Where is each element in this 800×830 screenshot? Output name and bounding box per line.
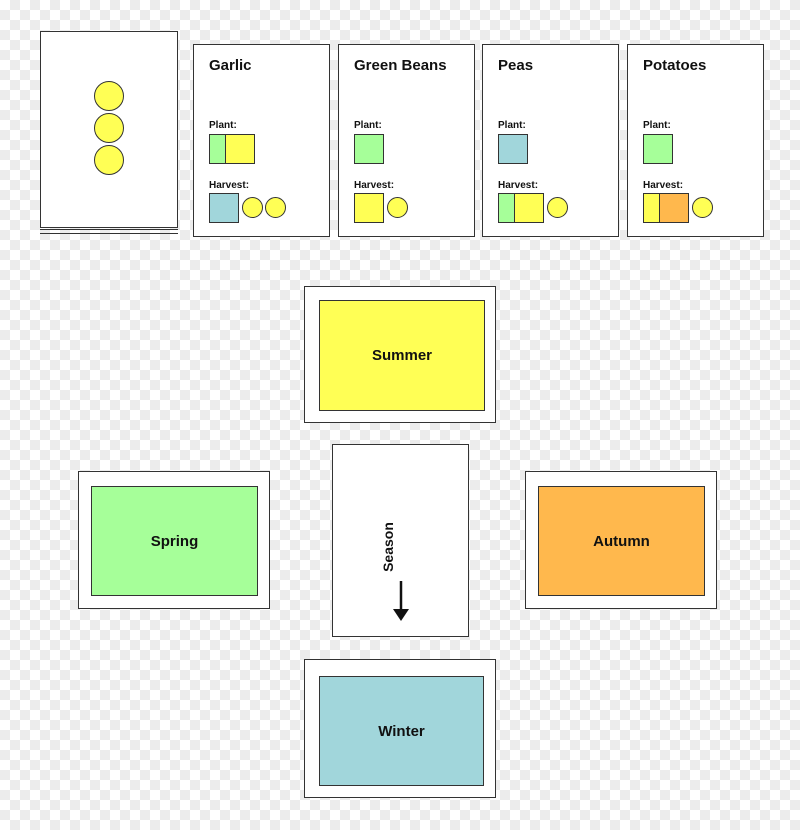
season-label: Season [380,522,396,572]
token-dot-icon [94,81,124,111]
yield-dot-icon [387,197,408,218]
harvest-label: Harvest: [354,180,395,191]
plant-season-square [643,134,673,164]
harvest-season-square [659,193,689,223]
autumn-label: Autumn [593,532,650,550]
plant-label: Plant: [209,120,237,131]
harvest-season-square [354,193,384,223]
token-dot-icon [94,145,124,175]
harvest-season-square [209,193,239,223]
plant-season-square [225,134,255,164]
harvest-label: Harvest: [209,180,250,191]
winter-panel: Winter [319,676,484,786]
deck-card-edge [40,233,178,234]
summer-card[interactable]: Summer [304,286,496,423]
spring-panel: Spring [91,486,258,596]
crop-name: Peas [498,57,534,74]
plant-label: Plant: [354,120,382,131]
summer-label: Summer [371,347,433,364]
plant-label: Plant: [643,120,671,131]
plant-season-square [354,134,384,164]
yield-dot-icon [692,197,713,218]
plant-label: Plant: [498,120,526,131]
down-arrow-icon [393,581,409,621]
winter-card[interactable]: Winter [304,659,496,798]
token-dot-icon [94,113,124,143]
yield-dot-icon [242,197,263,218]
yield-dot-icon [547,197,568,218]
spring-card[interactable]: Spring [78,471,270,609]
crop-name: Potatoes [643,57,707,74]
spring-label: Spring [150,532,199,550]
harvest-label: Harvest: [498,180,539,191]
summer-panel: Summer [319,300,485,411]
season-track-card[interactable]: Season [332,444,469,637]
crop-name: Green Beans [354,57,447,74]
crop-name: Garlic [209,57,252,74]
plant-season-square [498,134,528,164]
yield-dot-icon [265,197,286,218]
autumn-card[interactable]: Autumn [525,471,717,609]
deck-card-edge [40,229,178,230]
harvest-label: Harvest: [643,180,684,191]
harvest-season-square [514,193,544,223]
autumn-panel: Autumn [538,486,705,596]
deck-card[interactable] [40,31,178,228]
winter-label: Winter [378,722,425,740]
